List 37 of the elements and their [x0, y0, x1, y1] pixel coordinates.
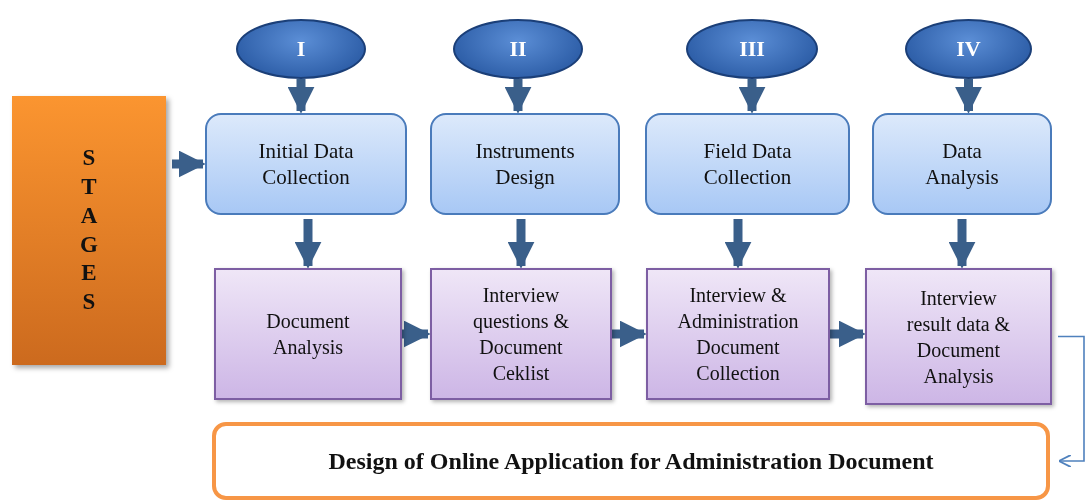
block-arrow	[724, 219, 752, 269]
activity-box	[430, 268, 612, 400]
block-arrow	[294, 219, 322, 269]
node-label: Document Analysis	[265, 309, 351, 360]
node-label: Data Analysis	[924, 137, 1000, 191]
activity-box	[646, 268, 830, 400]
block-arrow	[504, 79, 532, 114]
node-label: I	[296, 35, 306, 63]
block-arrow	[507, 219, 535, 269]
arrow	[1057, 335, 1085, 468]
block-arrow	[287, 79, 315, 114]
stages-block	[12, 96, 166, 365]
node-label: Design of Online Application for Administration Document	[328, 447, 934, 476]
node-label: Initial Data Collection	[257, 137, 355, 191]
activity-box	[865, 268, 1052, 405]
node-label: III	[739, 35, 765, 63]
block-arrow	[738, 79, 766, 114]
block-arrow	[955, 79, 982, 114]
block-arrow	[402, 320, 431, 348]
block-arrow	[830, 320, 866, 348]
node-label: STAGES	[79, 144, 99, 316]
node-label: Field Data Collection	[702, 137, 793, 191]
node-label: Interview & Administration Document Collection	[677, 283, 799, 386]
process-box	[205, 113, 407, 215]
node-label: II	[509, 35, 527, 63]
node-label: Interview result data & Document Analysis	[905, 285, 1012, 389]
process-box	[872, 113, 1052, 215]
block-arrow	[172, 150, 206, 178]
node-label: IV	[956, 35, 981, 63]
block-arrow	[948, 219, 976, 269]
process-box	[645, 113, 850, 215]
result-box	[212, 422, 1050, 500]
block-arrow	[612, 320, 647, 348]
node-label: Instruments Design	[474, 137, 576, 191]
node-label: Interview questions & Document Ceklist	[471, 283, 571, 386]
activity-box	[214, 268, 402, 400]
process-box	[430, 113, 620, 215]
